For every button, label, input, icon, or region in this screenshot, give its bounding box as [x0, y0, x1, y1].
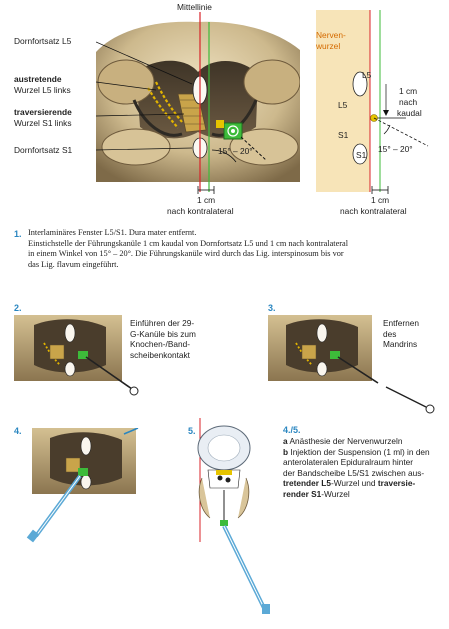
step-3-text: Entfernen des Mandrins — [383, 318, 443, 350]
step-4-drawing — [26, 427, 139, 543]
label-1cm-nach-kaudal-1: 1 cm — [399, 86, 418, 96]
step-3-line3: Mandrins — [383, 339, 418, 350]
step-1-line4: das Lig. flavum eingeführt. — [28, 259, 119, 269]
label-angle-1b: 15° – 20° — [378, 144, 413, 154]
label-nach-kontralateral: nach kontralateral — [167, 206, 234, 216]
step-45-traversie: traversie- — [377, 478, 416, 489]
label-nervenwurzel-line1: Nerven- — [316, 30, 346, 40]
step-45-number: 4./5. — [283, 425, 301, 435]
step-1-line2: Einstichstelle der Führungskanüle 1 cm k… — [28, 238, 349, 248]
step-45-b-text: Injektion der Suspension (1 ml) in den — [288, 446, 430, 457]
label-l5-body: L5 — [338, 100, 348, 110]
label-traversierende-line2: Wurzel S1 links — [14, 118, 72, 128]
label-1cm-bottom-1b: 1 cm — [371, 195, 390, 205]
step-1-line1: Interlaminäres Fenster L5/S1. Dura mater… — [28, 228, 197, 237]
step-5-illustration — [180, 418, 280, 622]
step-45-a-text: Anästhesie der Nervenwurzeln — [287, 436, 403, 446]
label-1cm-nach-kaudal-3: kaudal — [397, 108, 422, 118]
dimension-arrow-1b — [371, 186, 389, 194]
step-2-text: Einführen der 29- G-Kanüle bis zum Knoch… — [130, 318, 230, 360]
figure-1-anatomy — [95, 12, 301, 192]
step-45-s1-root: render S1 — [283, 488, 322, 499]
step-3-illustration — [268, 315, 440, 415]
label-austretende-line2: Wurzel L5 links — [14, 85, 71, 95]
step-2-number: 2. — [14, 303, 22, 313]
step-45-line4: der Bandscheibe L5/S1 zwischen aus- — [283, 467, 425, 478]
label-dornfortsatz-l5: Dornfortsatz L5 — [14, 36, 72, 46]
dimension-arrow-1cm — [197, 186, 215, 194]
step-45-b-label: b — [283, 446, 289, 457]
step-45-line3: anterolateralen Epiduralraum hinter — [283, 457, 414, 468]
step-2-illustration — [14, 315, 154, 399]
step-4-number: 4. — [14, 426, 22, 436]
step-45-line-b: b Injektion der Suspension (1 ml) in den — [283, 447, 443, 458]
step-2-line2: G-Kanüle bis zum — [130, 328, 196, 339]
step-45-line5: tretender L5-Wurzel und traversie- — [283, 478, 443, 489]
step-1-text: Interlaminäres Fenster L5/S1. Dura mater… — [28, 228, 438, 270]
step-4-illustration — [14, 427, 154, 552]
step-5-drawing — [197, 418, 270, 614]
step-45-line6: render S1-Wurzel — [283, 489, 443, 500]
step-3-drawing — [268, 315, 435, 414]
label-traversierende-line1: traversierende — [14, 107, 72, 117]
step-3-number: 3. — [268, 303, 276, 313]
label-s1-body: S1 — [356, 150, 367, 160]
step-45-line-a: a Anästhesie der Nervenwurzeln — [283, 436, 443, 447]
label-angle-15-20: 15° – 20° — [218, 146, 253, 156]
step-3-line2: des — [383, 328, 397, 339]
label-1cm-nach-kaudal-2: nach — [399, 97, 418, 107]
step-2-line1: Einführen der 29- — [130, 318, 195, 328]
step-45-l5-root: tretender L5 — [283, 478, 331, 489]
step-1-line3: in einem Winkel von 15° – 20°. Die Führu… — [28, 249, 344, 259]
figure-1-illustration — [95, 12, 301, 192]
label-dornfortsatz-s1: Dornfortsatz S1 — [14, 145, 73, 155]
label-1cm: 1 cm — [197, 195, 216, 205]
step-45-line6-rest: -Wurzel — [321, 488, 350, 499]
step-1-number: 1. — [14, 229, 22, 239]
label-mittellinie: Mittellinie — [177, 2, 212, 12]
step-2-line4: scheibenkontakt — [130, 349, 190, 360]
label-l5: L5 — [362, 70, 372, 80]
label-austretende-line1: austretende — [14, 74, 62, 84]
figure-1b-schematic — [310, 10, 435, 192]
label-nervenwurzel-line2: wurzel — [316, 41, 341, 51]
step-2-line3: Knochen-/Band- — [130, 339, 190, 350]
step-45-text: a Anästhesie der Nervenwurzeln b Injekti… — [283, 436, 443, 500]
step-3-line1: Entfernen — [383, 318, 419, 328]
step-45-line5-rest: -Wurzel und — [330, 478, 378, 489]
step-2-drawing — [14, 315, 139, 396]
figure-1b-illustration — [316, 10, 429, 192]
label-nach-kontralateral-1b: nach kontralateral — [340, 206, 407, 216]
step-5-number: 5. — [188, 426, 196, 436]
label-s1: S1 — [338, 130, 349, 140]
step-45-a-label: a — [283, 436, 288, 446]
